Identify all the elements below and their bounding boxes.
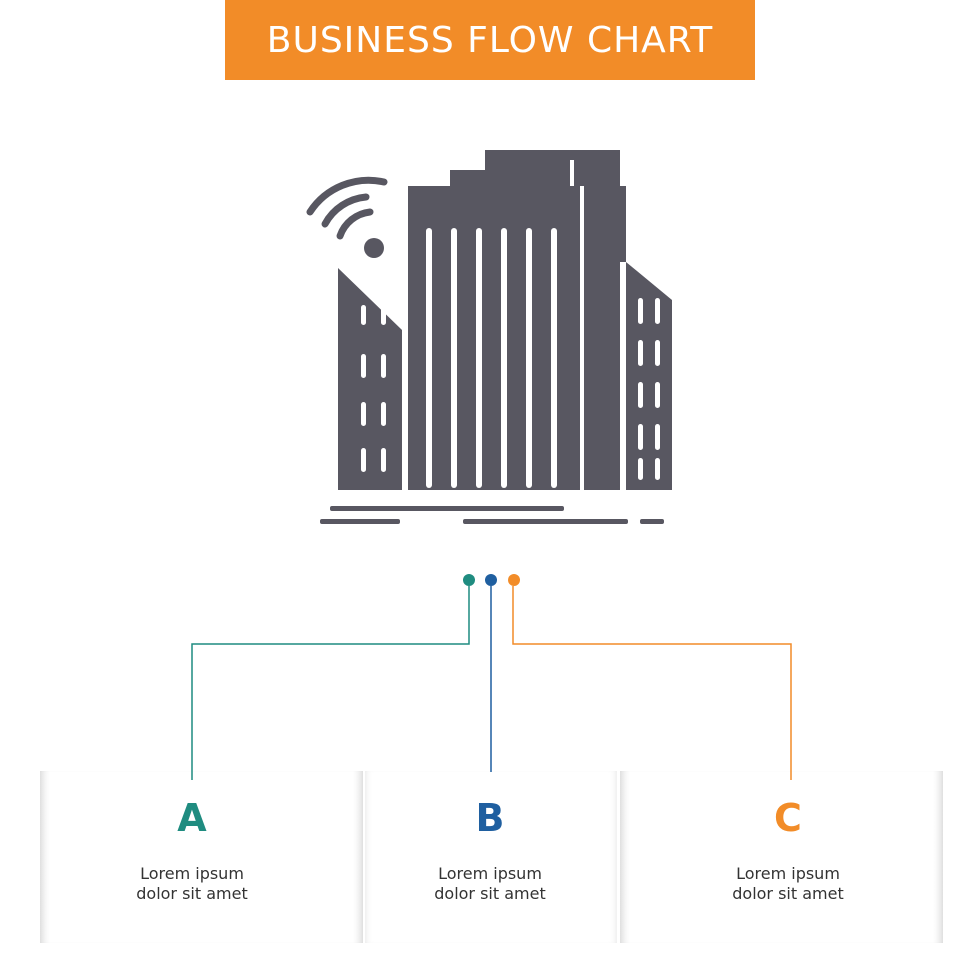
step-description-a-line2: dolor sit amet (136, 884, 248, 903)
step-panel-c (620, 771, 943, 943)
step-description-b: Lorem ipsum dolor sit amet (390, 864, 590, 904)
step-description-b-line2: dolor sit amet (434, 884, 546, 903)
step-description-a: Lorem ipsum dolor sit amet (92, 864, 292, 904)
step-description-c-line2: dolor sit amet (732, 884, 844, 903)
page-title: BUSINESS FLOW CHART (266, 19, 714, 61)
step-letter-a: A (177, 796, 207, 840)
step-description-c: Lorem ipsum dolor sit amet (688, 864, 888, 904)
step-letter-c: C (774, 796, 802, 840)
step-description-c-line1: Lorem ipsum (736, 864, 840, 883)
step-description-b-line1: Lorem ipsum (438, 864, 542, 883)
connector-c (512, 586, 792, 780)
connector-dot-a (463, 574, 475, 586)
step-panel-b (365, 771, 617, 943)
smart-city-buildings-wifi-icon (306, 150, 672, 524)
step-letter-b: B (475, 796, 505, 840)
step-panel-a (40, 771, 363, 943)
title-banner: BUSINESS FLOW CHART (225, 0, 755, 80)
connector-a (191, 586, 470, 780)
connector-dot-c (508, 574, 520, 586)
connector-dot-b (485, 574, 497, 586)
step-description-a-line1: Lorem ipsum (140, 864, 244, 883)
